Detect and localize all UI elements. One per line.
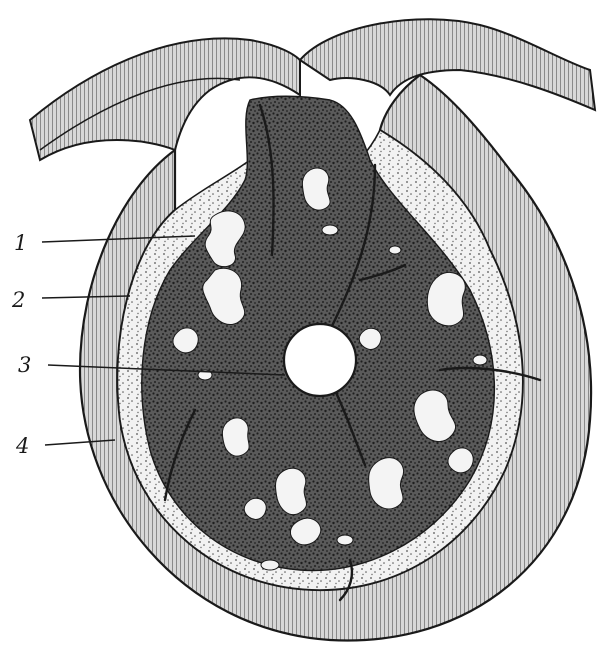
central-lumen (284, 324, 356, 396)
label-1: 1 (14, 231, 27, 255)
label-3: 3 (18, 353, 31, 377)
label-4: 4 (15, 434, 29, 458)
label-2: 2 (11, 288, 25, 312)
figure-labels: 1 2 3 4 (11, 231, 31, 458)
